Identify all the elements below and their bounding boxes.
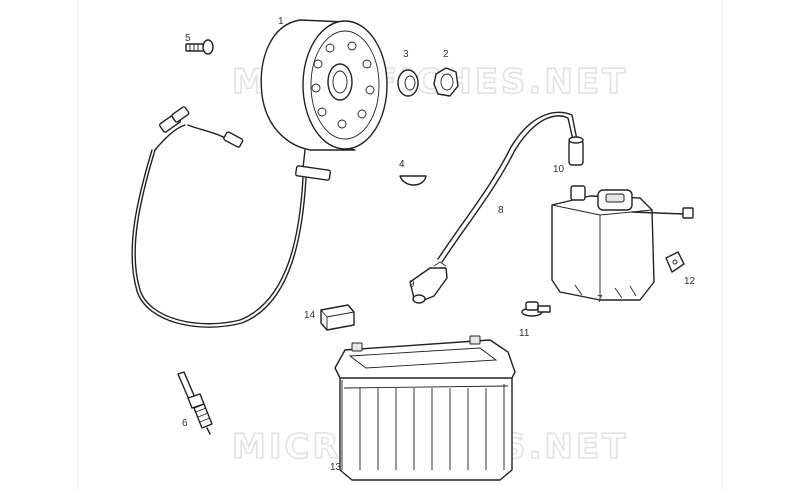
callout-13: 13 [330,462,342,473]
callout-2: 2 [443,49,449,60]
callout-1: 1 [278,16,284,27]
callout-6: 6 [182,418,188,429]
coil-bolt [521,301,551,317]
callout-10: 10 [553,164,565,175]
callout-12: 12 [684,276,696,287]
flywheel [260,19,388,181]
spark-plug [177,371,213,435]
callout-7: 7 [597,294,603,305]
nut [433,67,459,97]
washer [397,69,419,97]
plug-cap [409,261,448,304]
callout-4: 4 [399,159,405,170]
callout-9: 9 [409,279,415,290]
battery [334,335,516,481]
bracket [665,251,685,273]
key [399,175,427,186]
callout-5: 5 [185,33,191,44]
callout-11: 11 [519,328,530,339]
stator-wire [131,106,307,328]
screw [185,39,214,55]
callout-8: 8 [498,205,504,216]
ht-lead [437,111,578,263]
fuse [320,304,355,331]
callout-14: 14 [304,310,316,321]
callout-3: 3 [403,49,409,60]
ignition-coil [551,185,694,301]
cap-end [568,136,584,166]
